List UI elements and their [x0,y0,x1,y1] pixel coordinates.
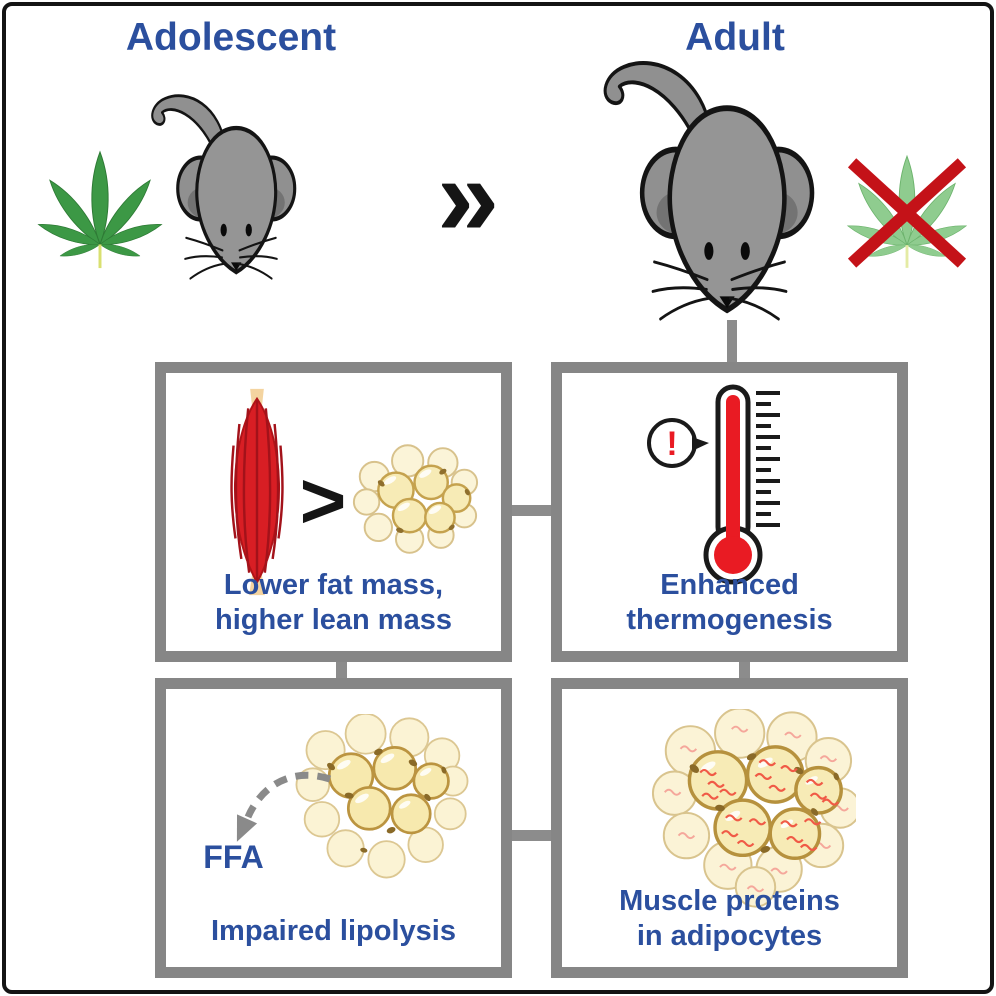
panel-caption: Lower fat mass, higher lean mass [215,569,452,637]
panel-caption: Impaired lipolysis [211,915,456,948]
bottom-panels-connector [505,830,557,841]
left-column-connector [336,656,347,684]
ffa-arrow-icon [236,771,332,842]
cannabis-leaf-icon [36,151,164,269]
adult-mouse-icon [603,61,815,321]
fat-cluster-large-icon [295,714,469,879]
right-column-connector [739,656,750,684]
adolescent-mouse-icon [151,94,297,280]
mouse-panel-connector [727,320,737,366]
stage-label-adolescent: Adolescent [125,16,337,59]
mouse-body [195,125,278,275]
mouse-whiskers [651,260,788,321]
greater-than-symbol: > [299,456,347,545]
panel-thermogenesis: ! Enhanced thermogenesis [551,362,908,662]
stage-label-adult: Adult [685,16,785,59]
panel-caption: Muscle proteins in adipocytes [619,885,840,953]
top-panels-connector [505,505,557,516]
thermometer-column [726,395,740,551]
mouse-tail [151,94,227,152]
fat-cluster-small-icon [352,444,479,554]
mouse-whiskers [184,236,278,280]
muscle-icon [230,388,284,596]
thermometer-icon: ! [647,384,780,585]
adipocyte-protein-cluster-icon [651,709,856,908]
panel-muscle-proteins: Muscle proteins in adipocytes [551,678,908,978]
cannabis-leaf-crossed-icon [845,155,969,268]
panel-lean-mass: > [155,362,512,662]
red-cross-icon [847,158,967,268]
mouse-tail [603,61,714,142]
progression-chevrons: » [436,134,500,259]
panel-caption: Enhanced thermogenesis [626,569,833,637]
mouse-body [667,105,787,314]
panel-lipolysis: FFA Impaired lipolysis [155,678,512,978]
ffa-label: FFA [203,839,264,875]
alert-exclamation: ! [666,425,677,463]
